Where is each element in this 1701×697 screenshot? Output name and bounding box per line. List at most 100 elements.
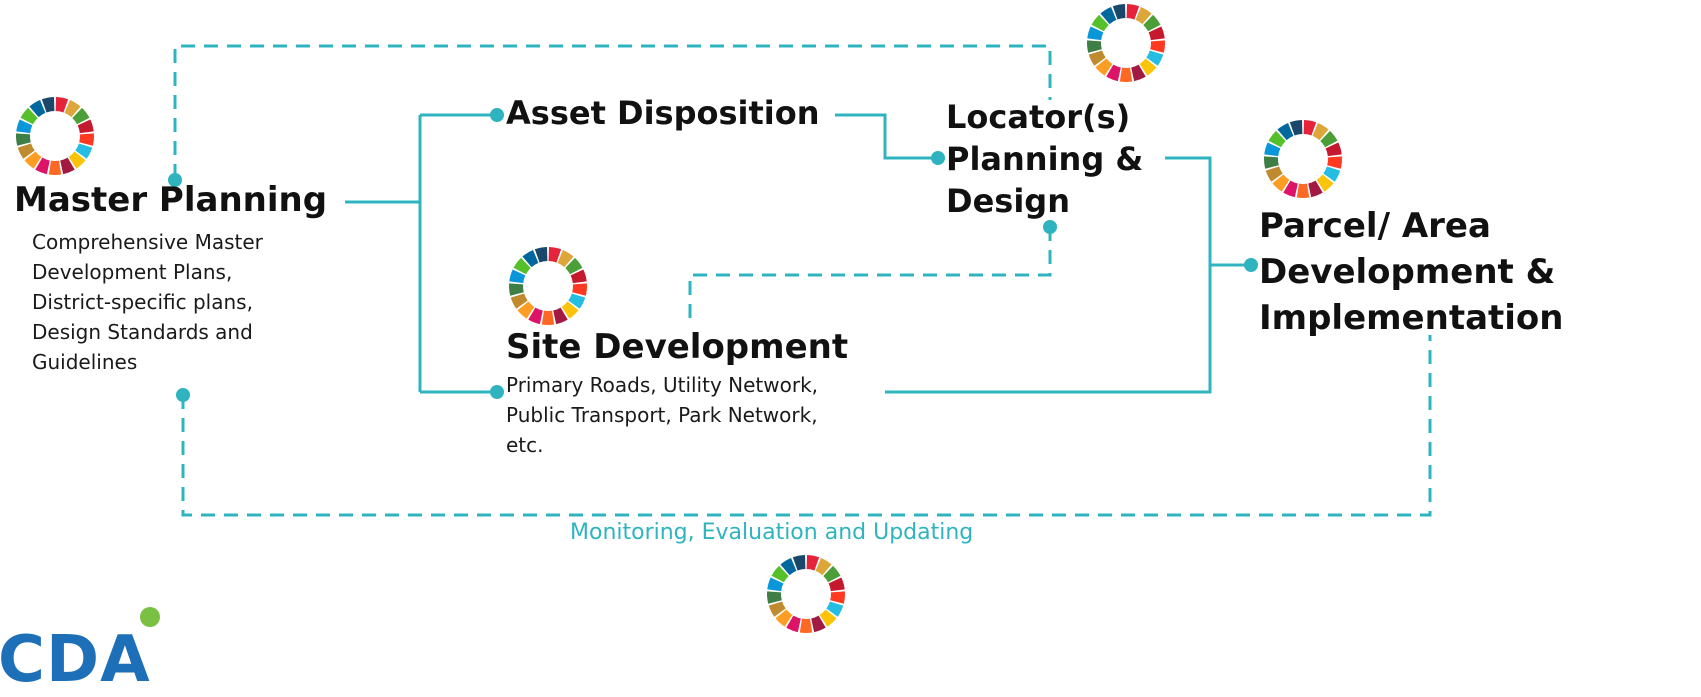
sdg-wheel-segment: [1283, 180, 1298, 198]
node-locator-planning-title: Locator(s) Planning & Design: [946, 96, 1143, 222]
node-site-development-title: Site Development: [506, 327, 849, 367]
sdg-wheel-segment: [1087, 40, 1102, 53]
sdg-wheel-segment: [1327, 156, 1342, 169]
sdg-wheel-segment: [1131, 64, 1146, 82]
dashed-monitoring-loop: [181, 335, 1432, 517]
sdg-wheel-segment: [828, 577, 845, 592]
sdg-wheel-segment: [534, 247, 548, 263]
dashed-locator-to-site: [688, 227, 1052, 325]
connector-dot: [1043, 220, 1057, 234]
sdg-wheel-segment: [20, 107, 38, 125]
description-line: Primary Roads, Utility Network,: [506, 373, 819, 397]
sdg-wheel-segment: [1146, 50, 1164, 66]
sdg-wheel-segment: [768, 601, 786, 617]
sdg-wheel-segment: [522, 250, 539, 268]
sdg-wheel-segment: [17, 143, 35, 159]
line-locator-to-right: [1165, 156, 1212, 265]
sdg-wheel-icon: [767, 555, 845, 633]
node-asset-disposition-title: Asset Disposition: [506, 94, 820, 132]
cda-logo: CDA: [0, 623, 151, 697]
line-site-to-right: [885, 265, 1212, 394]
description-line: Comprehensive Master: [32, 230, 263, 254]
description-line: etc.: [506, 433, 544, 457]
sdg-wheel-segment: [786, 615, 801, 633]
monitoring-loop-label: Monitoring, Evaluation and Updating: [570, 520, 974, 545]
description-line: Design Standards and: [32, 320, 253, 344]
node-master-planning-description: Comprehensive Master Development Plans, …: [32, 227, 263, 377]
sdg-wheel-segment: [29, 100, 46, 118]
node-master-planning-title: Master Planning: [14, 180, 328, 220]
sdg-wheel-icon: [16, 97, 94, 175]
sdg-wheel-segment: [1323, 166, 1341, 182]
logo-dot-icon: [140, 607, 160, 627]
sdg-wheel-segment: [509, 283, 524, 296]
sdg-wheel-segment: [572, 283, 587, 296]
sdg-wheel-segment: [1088, 50, 1106, 66]
sdg-wheel-segment: [24, 151, 42, 169]
sdg-wheel-icon: [509, 247, 587, 325]
sdg-wheel-segment: [806, 555, 820, 571]
title-line: Design: [946, 182, 1070, 220]
sdg-wheel-segment: [75, 143, 93, 159]
sdg-wheel-segment: [1308, 180, 1323, 198]
sdg-wheel-segment: [1320, 130, 1338, 148]
sdg-wheel-segment: [528, 307, 543, 325]
sdg-wheel-segment: [1303, 120, 1317, 136]
description-line: Development Plans,: [32, 260, 233, 284]
sdg-wheel-segment: [55, 97, 69, 113]
sdg-wheel-segment: [830, 591, 845, 604]
sdg-wheel-segment: [826, 601, 844, 617]
sdg-wheel-segment: [1268, 130, 1286, 148]
sdg-wheel-segment: [1091, 14, 1109, 32]
connector-dot: [176, 388, 190, 402]
sdg-wheel-segment: [16, 133, 31, 146]
sdg-wheel-segment: [780, 558, 797, 576]
sdg-wheel-segment: [16, 119, 33, 134]
sdg-wheel-segment: [823, 565, 841, 583]
sdg-wheel-segment: [1106, 64, 1121, 82]
sdg-wheel-icon: [1264, 120, 1342, 198]
title-line: Planning &: [946, 140, 1144, 178]
sdg-wheel-segment: [79, 133, 94, 146]
title-line: Locator(s): [946, 98, 1131, 136]
description-line: Public Transport, Park Network,: [506, 403, 818, 427]
connector-dot: [931, 151, 945, 165]
sdg-wheel-segment: [799, 618, 813, 633]
line-asset-to-locator: [835, 113, 935, 160]
sdg-wheel-segment: [64, 100, 81, 118]
description-line: Guidelines: [32, 350, 138, 374]
description-line: District-specific plans,: [32, 290, 253, 314]
sdg-wheel-segment: [771, 565, 789, 583]
connector-dot: [168, 173, 182, 187]
sdg-wheel-segment: [1119, 67, 1133, 82]
connector-dot: [1244, 258, 1258, 272]
sdg-wheel-icon: [1087, 4, 1165, 82]
sdg-wheel-segment: [568, 293, 586, 309]
sdg-wheel-segment: [819, 609, 837, 627]
sdg-wheel-segment: [77, 119, 94, 134]
sdg-wheel-segment: [767, 577, 784, 592]
sdg-wheel-segment: [517, 301, 535, 319]
sdg-wheel-segment: [1316, 174, 1334, 192]
sdg-wheel-segment: [570, 269, 587, 284]
sdg-wheel-segment: [1277, 123, 1294, 141]
sdg-wheel-segment: [1143, 14, 1161, 32]
sdg-wheel-segment: [1135, 7, 1152, 25]
sdg-wheel-segment: [815, 558, 832, 576]
sdg-wheel-segment: [1126, 4, 1140, 20]
sdg-wheel-segment: [1139, 58, 1157, 76]
sdg-wheel-segment: [541, 310, 555, 325]
sdg-wheel-segment: [1148, 26, 1165, 41]
title-line: Implementation: [1259, 298, 1564, 338]
sdg-wheel-segment: [548, 247, 562, 263]
sdg-wheel-segment: [41, 97, 55, 113]
sdg-wheel-segment: [1264, 156, 1279, 169]
sdg-wheel-segment: [565, 257, 583, 275]
connector-dot: [490, 108, 504, 122]
sdg-wheel-segment: [35, 157, 50, 175]
title-line: Development &: [1259, 252, 1556, 292]
node-site-development-description: Primary Roads, Utility Network, Public T…: [506, 370, 818, 460]
sdg-wheel-segment: [1095, 58, 1113, 76]
sdg-wheel-segment: [510, 293, 528, 309]
